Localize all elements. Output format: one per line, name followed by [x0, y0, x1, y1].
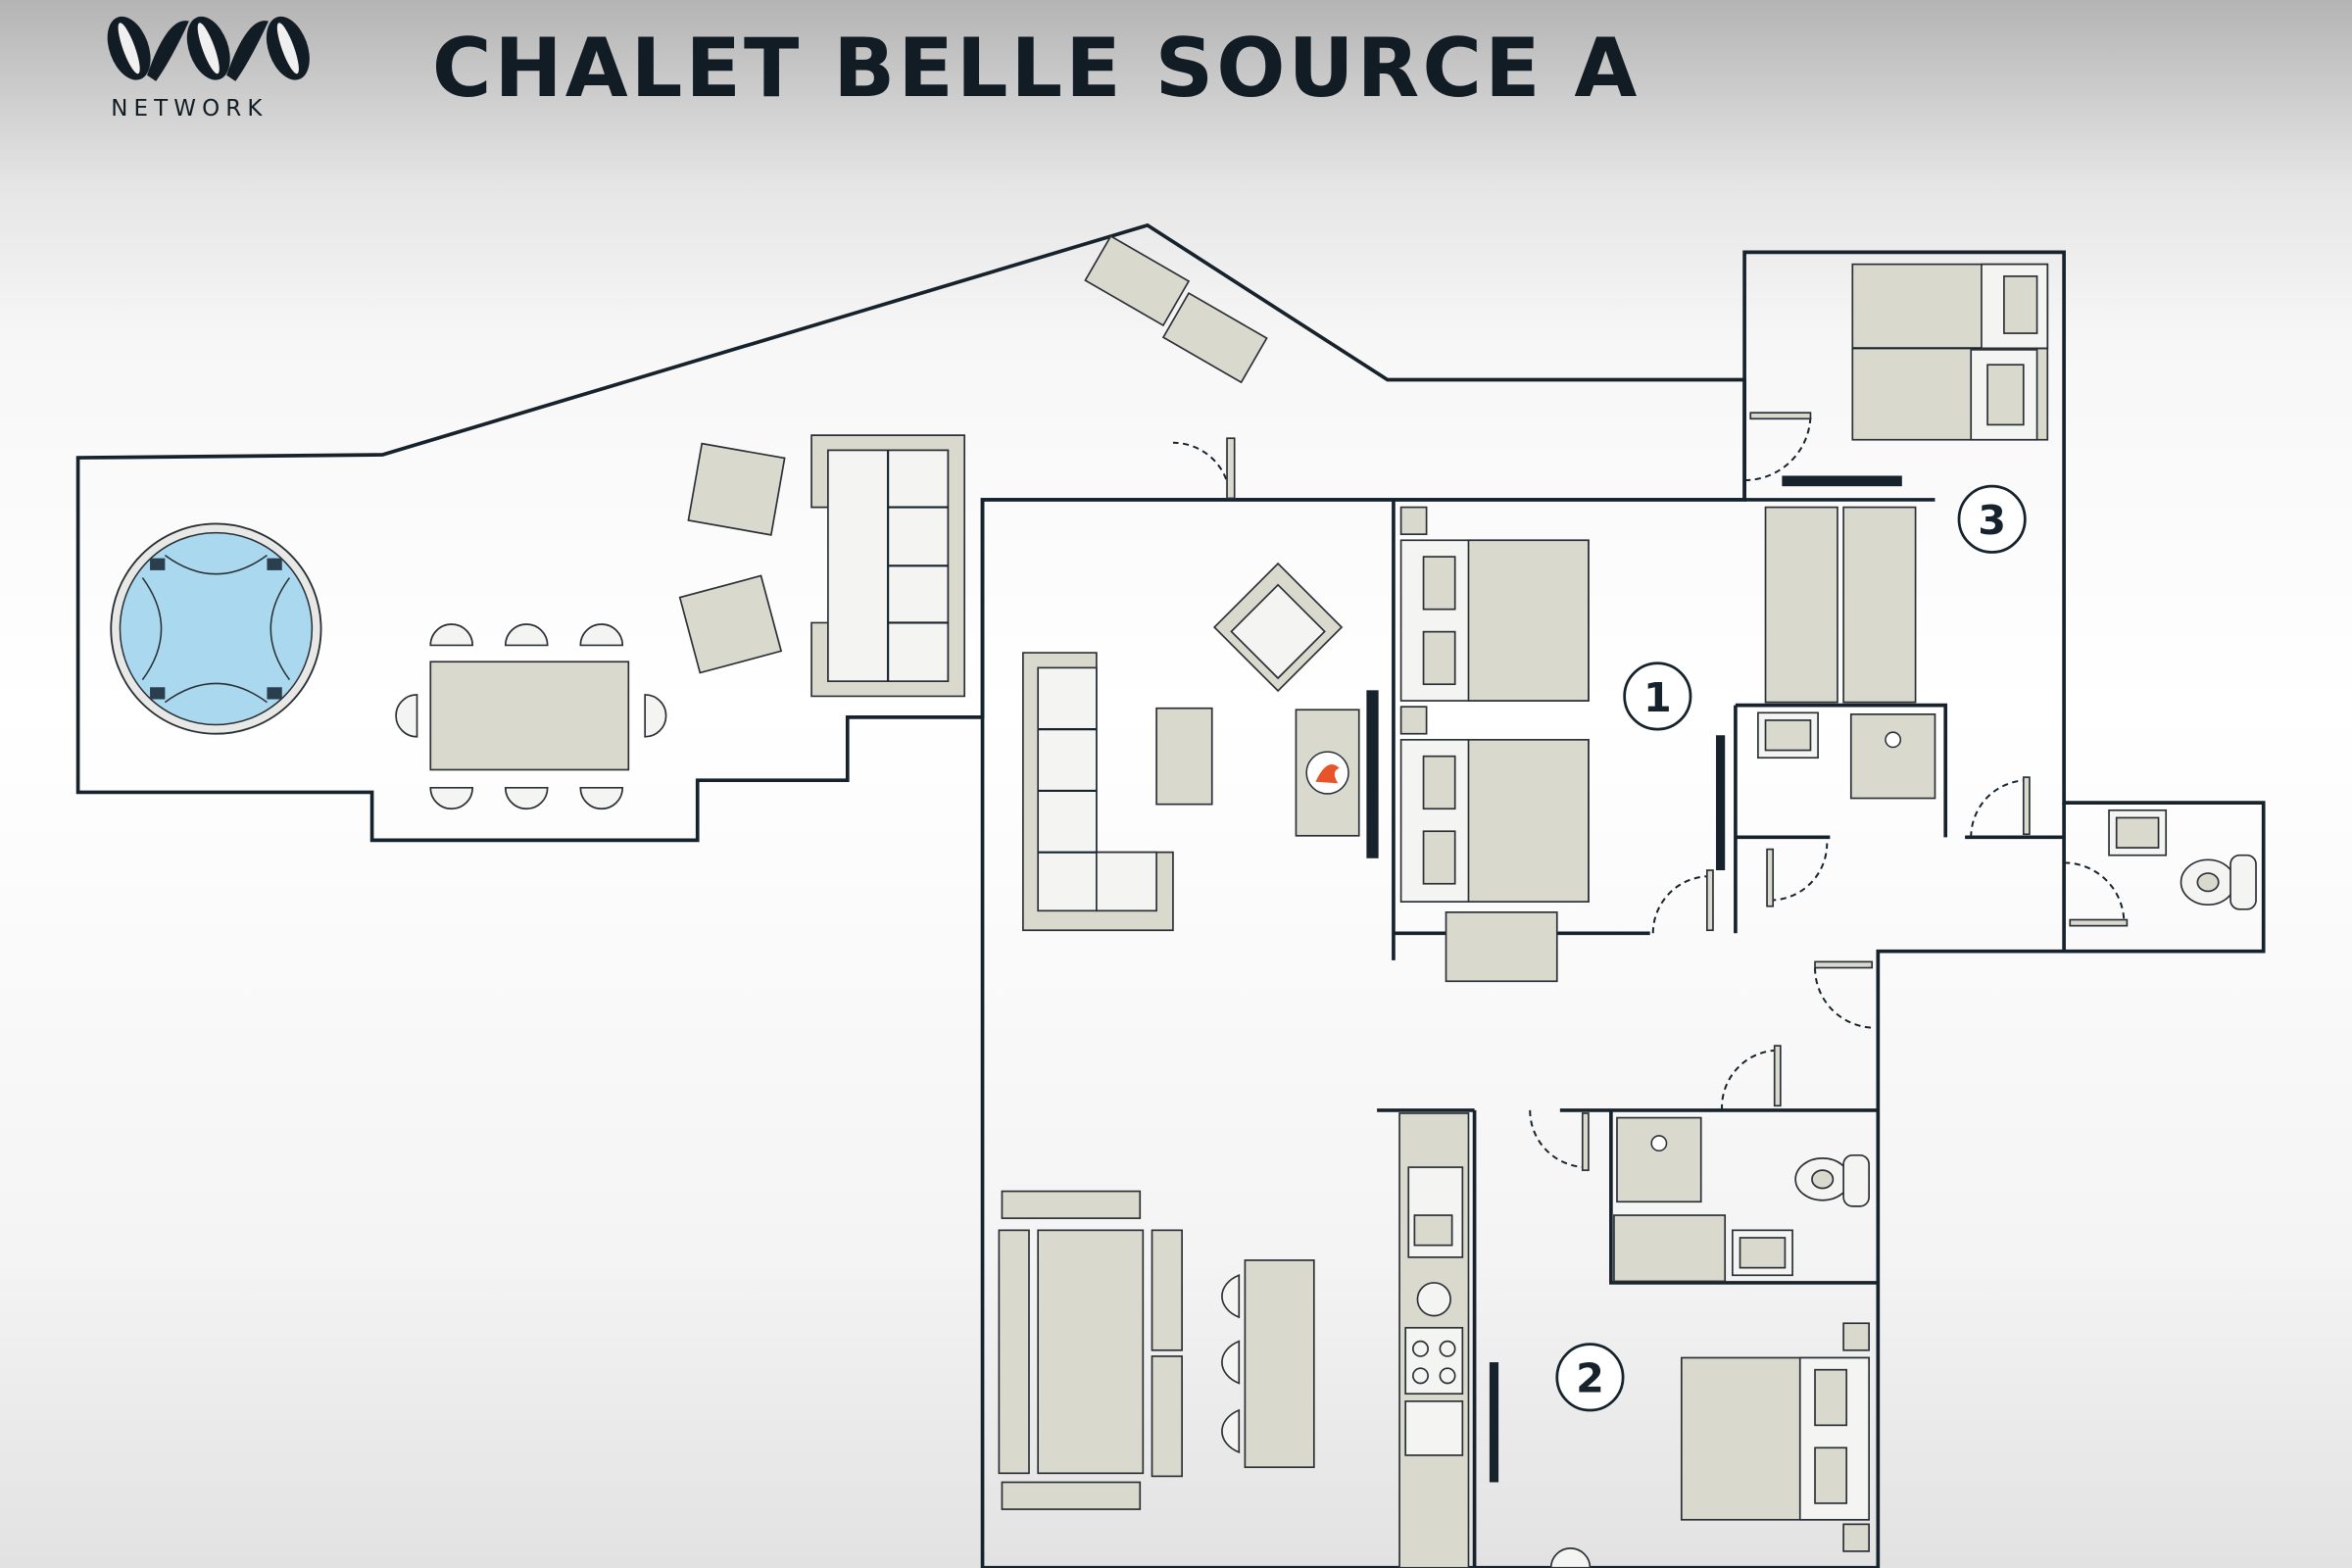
- hot-tub: [110, 522, 322, 735]
- bathroom-1: [1757, 711, 1936, 800]
- outdoor-sofa: [810, 434, 966, 698]
- bedroom-2: [1549, 1322, 1870, 1568]
- doors: [1172, 412, 2129, 1171]
- flame-icon: [1315, 764, 1340, 784]
- terrace: [75, 222, 1746, 843]
- living-room: [1022, 562, 1379, 932]
- svg-text:2: 2: [1576, 1355, 1604, 1402]
- room-number-3: 3: [1957, 484, 2027, 554]
- logo-subtitle: NETWORK: [111, 96, 268, 122]
- coffee-table: [1155, 707, 1213, 806]
- armchair: [1212, 562, 1344, 693]
- ovo-network-logo: NETWORK: [107, 16, 310, 122]
- svg-text:3: 3: [1978, 497, 2006, 544]
- outdoor-dining-table: [395, 623, 667, 810]
- wc: [2108, 808, 2257, 910]
- kitchen: [1398, 1112, 1499, 1568]
- room-number-1: 1: [1623, 662, 1692, 731]
- svg-text:1: 1: [1643, 674, 1672, 721]
- bathroom-2: [1613, 1116, 1870, 1283]
- tv: [1366, 690, 1379, 858]
- sun-loungers: [678, 234, 1268, 674]
- bedroom-1: [1399, 506, 1917, 983]
- page-title: CHALET BELLE SOURCE A: [432, 22, 1641, 116]
- room-number-2: 2: [1555, 1343, 1625, 1412]
- dining-area: [998, 1190, 1315, 1510]
- bedroom-3: [1782, 263, 2049, 487]
